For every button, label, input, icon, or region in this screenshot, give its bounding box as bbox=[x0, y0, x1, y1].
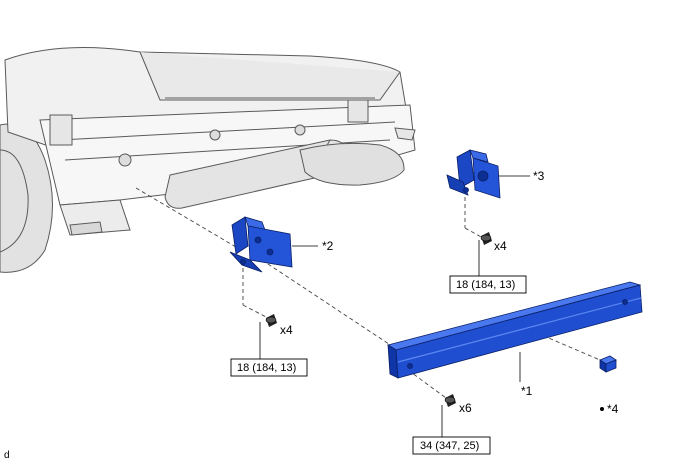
leader-lines bbox=[135, 187, 601, 399]
torque-reinforcement-text: 34 (347, 25) bbox=[420, 440, 479, 452]
figure-code: d bbox=[4, 450, 10, 461]
qty-left-bracket: x4 bbox=[280, 323, 293, 337]
torque-box-right: 18 (184, 13) bbox=[449, 275, 527, 294]
qty-right-bracket: x4 bbox=[494, 239, 507, 253]
callout-3: *3 bbox=[533, 169, 545, 183]
right-bracket bbox=[446, 149, 501, 199]
callout-2: *2 bbox=[322, 239, 334, 253]
callout-leaders bbox=[259, 175, 530, 438]
callout-1: *1 bbox=[521, 384, 533, 398]
bumper-reinforcement bbox=[387, 281, 643, 379]
torque-box-left: 18 (184, 13) bbox=[230, 358, 308, 377]
callout-4: *4 bbox=[607, 402, 619, 416]
left-bracket bbox=[229, 216, 293, 273]
bolt-left-bracket-icon bbox=[265, 314, 277, 327]
vehicle-rear-body bbox=[0, 47, 416, 273]
bolt-right-bracket-icon bbox=[480, 232, 492, 245]
bullet-dot-icon bbox=[600, 407, 604, 411]
bolt-reinforcement-icon bbox=[444, 394, 456, 407]
part-4-cap bbox=[599, 355, 617, 373]
torque-right-text: 18 (184, 13) bbox=[456, 279, 515, 291]
qty-reinforcement: x6 bbox=[459, 401, 472, 415]
torque-box-reinforcement: 34 (347, 25) bbox=[412, 436, 491, 455]
torque-left-text: 18 (184, 13) bbox=[237, 362, 296, 374]
